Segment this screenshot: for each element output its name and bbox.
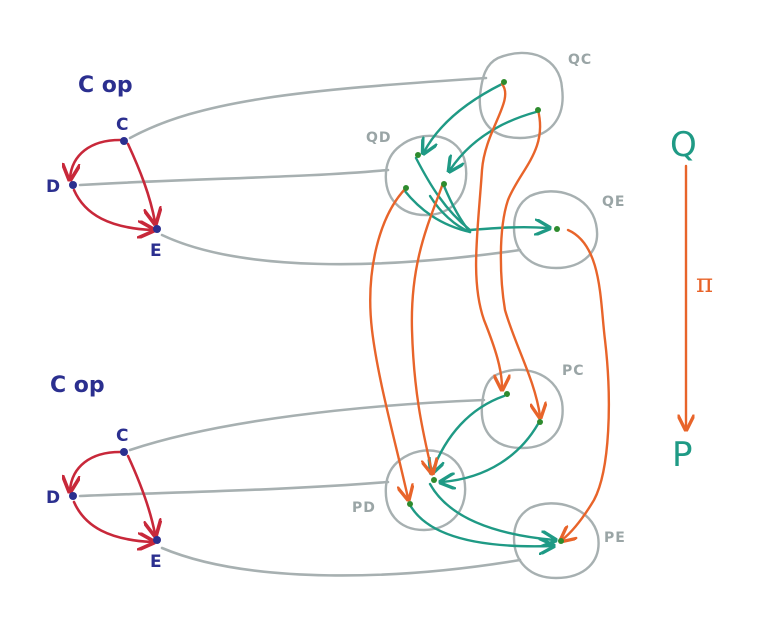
functor-pi-label: π <box>696 269 713 299</box>
element-pe-1 <box>558 538 564 544</box>
connector-bottom-e-pe <box>160 546 522 577</box>
element-qd-2 <box>403 185 409 191</box>
blob-qc <box>478 51 564 140</box>
top-category-label: C op <box>78 73 133 98</box>
pc-label: PC <box>562 363 585 379</box>
arrow-p-c2-to-d <box>442 422 540 482</box>
bottom-obj-c-dot <box>120 448 128 456</box>
proj-qd1-pd <box>369 186 408 498</box>
arrow-q-c1-to-d <box>424 82 504 152</box>
arrow-top-c-to-d <box>70 138 122 178</box>
blob-pd <box>384 449 467 532</box>
element-qd-1 <box>415 152 421 158</box>
bottom-obj-e-label: E <box>150 552 162 572</box>
arrow-p-d-to-e <box>428 482 554 540</box>
proj-qd2-pd <box>410 184 444 472</box>
set-elements <box>403 79 564 544</box>
arrow-p-c1-to-d <box>432 394 506 472</box>
element-pc-2 <box>537 419 543 425</box>
bottom-connectors <box>78 398 522 577</box>
blob-qe <box>512 190 599 270</box>
arrow-q-d4-to-e <box>428 194 472 234</box>
element-qc-2 <box>535 107 541 113</box>
bottom-obj-d-label: D <box>46 488 60 508</box>
bottom-obj-e-dot <box>153 536 161 544</box>
blob-pc <box>480 368 564 450</box>
top-obj-d-label: D <box>46 177 60 197</box>
element-pd-2 <box>407 501 413 507</box>
labels: C op C D E C op C D E QC QD QE PC PD PE … <box>46 52 713 572</box>
connector-top-d-qd <box>78 168 390 187</box>
connector-top-e-qe <box>160 233 522 266</box>
arrow-top-c-to-e <box>126 142 155 222</box>
element-pd-1 <box>431 477 437 483</box>
top-obj-e-label: E <box>150 241 162 261</box>
element-pc-1 <box>504 391 510 397</box>
blob-pe <box>512 502 600 580</box>
top-obj-c-label: C <box>116 115 128 135</box>
category-objects <box>69 137 161 544</box>
connector-top-c-qc <box>128 76 488 140</box>
bottom-obj-c-label: C <box>116 426 128 446</box>
pd-label: PD <box>352 500 376 516</box>
arrow-q-c2-to-d <box>450 110 538 170</box>
proj-qc2-pc <box>499 108 540 416</box>
bottom-category-arrows <box>70 450 155 542</box>
arrow-q-d-to-e <box>414 156 548 230</box>
arrow-bottom-c-to-d <box>70 450 122 490</box>
functor-p-label: P <box>672 435 693 475</box>
element-qd-3 <box>441 181 447 187</box>
top-obj-c-dot <box>120 137 128 145</box>
arrow-p-d2-to-e <box>408 503 552 546</box>
proj-qc1-pc <box>474 82 505 388</box>
projection-arrows <box>369 82 610 540</box>
arrow-q-d3-to-e <box>442 184 472 234</box>
element-qc-1 <box>501 79 507 85</box>
top-obj-d-dot <box>69 181 77 189</box>
q-functor-arrows <box>402 82 548 234</box>
pe-label: PE <box>604 530 626 546</box>
arrow-bottom-d-to-e <box>72 500 152 542</box>
top-category-arrows <box>70 138 155 230</box>
top-obj-e-dot <box>153 225 161 233</box>
qc-label: QC <box>568 52 592 68</box>
arrow-top-d-to-e <box>72 188 152 230</box>
element-qe-1 <box>554 226 560 232</box>
connector-bottom-d-pd <box>78 480 390 498</box>
top-connectors <box>78 76 522 266</box>
qd-label: QD <box>366 130 392 146</box>
proj-qe-pe <box>562 228 610 540</box>
bottom-category-label: C op <box>50 373 105 398</box>
functor-q-label: Q <box>670 125 697 165</box>
bottom-obj-d-dot <box>69 492 77 500</box>
connector-bottom-c-pc <box>128 398 486 452</box>
qe-label: QE <box>602 194 625 210</box>
arrow-bottom-c-to-e <box>126 454 155 534</box>
p-set-blobs <box>384 368 600 580</box>
